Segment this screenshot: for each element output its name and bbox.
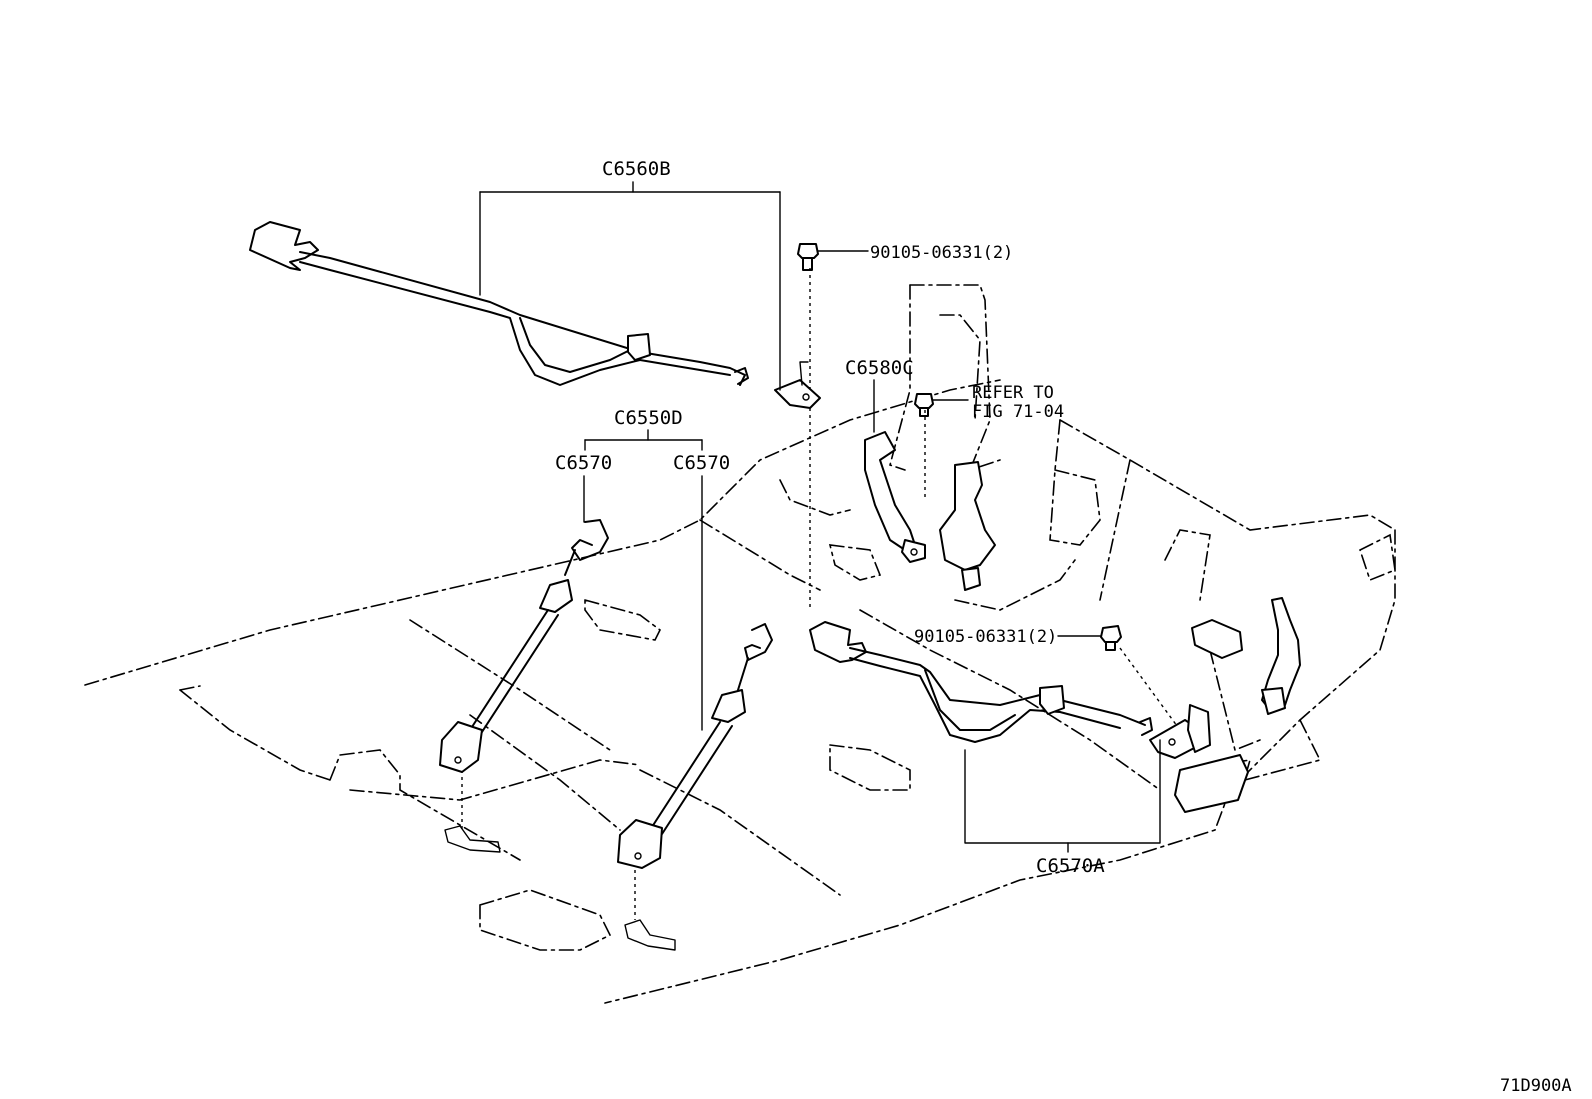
strap-c6570-left: [439, 519, 609, 773]
bolt-icon-upper: [797, 243, 819, 271]
label-c6560b: C6560B: [602, 158, 671, 180]
bolt-icon-lower: [1100, 625, 1122, 651]
belt-c6570a: [809, 621, 1153, 743]
label-refer-line2: FIG 71-04: [972, 402, 1064, 422]
label-refer-line1: REFER TO: [972, 383, 1054, 403]
label-bolt-lower: 90105-06331(2): [914, 627, 1057, 647]
floor-outline: [84, 284, 1396, 1004]
figure-code: 71D900A: [1500, 1076, 1572, 1096]
label-c6570-right: C6570: [673, 452, 730, 474]
anchor-plate-upper: [774, 361, 821, 409]
label-c6570a: C6570A: [1036, 855, 1105, 877]
belt-right-side: [1174, 597, 1301, 813]
label-c6570-left: C6570: [555, 452, 612, 474]
floor-anchor-right: [624, 919, 676, 951]
leader-lines: [479, 181, 1161, 853]
bolt-icon-middle: [914, 393, 934, 417]
alignment-lines: [461, 268, 1181, 920]
anchor-plate-lower: [1149, 704, 1211, 759]
label-bolt-upper: 90105-06331(2): [870, 243, 1013, 263]
buckle-c6580c: [864, 431, 996, 591]
belt-c6560b: [249, 221, 749, 386]
label-c6580c: C6580C: [845, 357, 914, 379]
floor-anchor-left: [444, 825, 501, 853]
label-c6550d: C6550D: [614, 407, 683, 429]
strap-c6570-right: [617, 623, 773, 869]
